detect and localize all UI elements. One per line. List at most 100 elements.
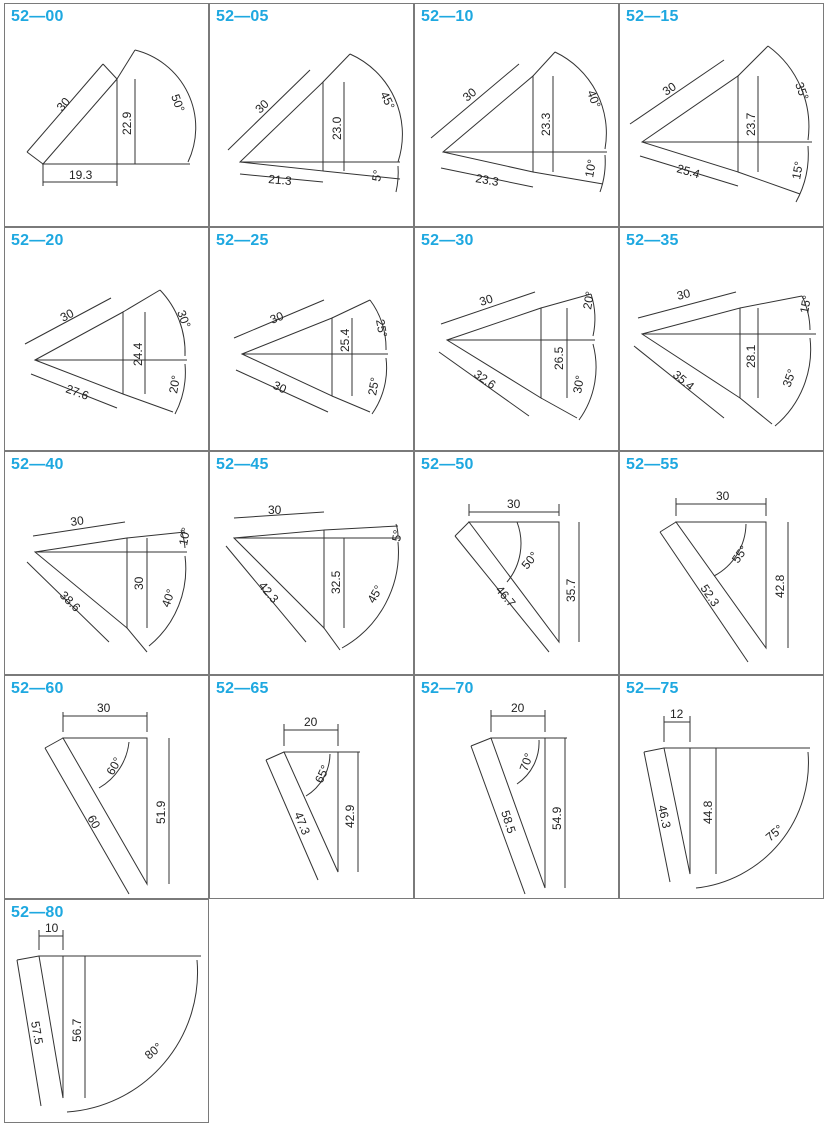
part-code: 52—10 [421,8,474,25]
length-dimension-line [637,291,737,319]
extension-line [44,737,64,749]
extension-line [532,171,604,185]
height-label: 24.4 [131,342,145,366]
wedge-drawing: 30 25.4 30 25° 25° [233,299,390,415]
wedge-drawing: 30 30 38.6 10° 40° [26,513,193,653]
diagram-cell-52-35: 52—35 30 28.1 35.4 15° 35° [619,227,824,451]
length-dimension-line [26,63,104,153]
part-code: 52—55 [626,456,679,473]
wedge-shape [283,751,339,873]
length-label: 10 [45,921,59,935]
angle-label: 35° [792,80,811,102]
length-label: 20 [511,701,525,715]
part-code: 52—60 [11,680,64,697]
diagram-cell-52-10: 52—10 30 23.3 23.3 40° 10° [414,3,619,227]
height-label: 42.8 [773,574,787,598]
width-dimension-line [239,173,324,183]
wedge-shape [468,521,560,644]
width-dimension-line [454,535,550,653]
wedge-shape [441,74,534,173]
length-dimension-line [227,69,311,151]
extension-line [454,521,470,537]
angle-label: 15° [797,294,814,314]
length-label: 30 [252,97,272,117]
angle-arc [180,529,186,549]
wedge-drawing: 30 26.5 32.6 20° 30° [438,290,597,421]
part-code: 52—15 [626,8,679,25]
diagram-cell-52-25: 52—25 30 25.4 30 25° 25° [209,227,414,451]
extension-line [470,737,492,747]
extension-line [126,531,186,539]
part-code: 52—20 [11,232,64,249]
angle-arc [695,751,809,889]
extension-line [540,293,592,309]
width-dimension-line [225,545,307,643]
wedge-drawing: 30 51.9 60 60° [44,701,170,895]
width-dimension-line [265,759,319,881]
width-label: 27.6 [64,382,91,403]
angle2-label: 5° [369,169,385,183]
diagram-cell-52-20: 52—20 30 24.4 27.6 30° 20° [4,227,209,451]
part-code: 52—40 [11,456,64,473]
angle2-label: 30° [570,374,587,395]
width-dimension-line [659,531,749,663]
length-label: 30 [507,497,521,511]
height-label: 44.8 [701,800,715,824]
angle2-label: 40° [159,587,178,609]
wedge-drawing: 10 56.7 57.5 80° [16,921,201,1113]
height-label: 22.9 [120,111,134,135]
extension-line [26,151,44,165]
height-label: 28.1 [744,344,758,368]
angle-arc [349,53,403,163]
wedge-shape [640,75,739,173]
angle-label: 50° [168,92,187,114]
length-label: 30 [460,85,479,105]
length-dimension-line [233,299,325,339]
extension-line [540,397,578,419]
angle-arc-small [795,145,809,203]
angle-arc [134,49,197,163]
height-label: 23.0 [330,116,344,140]
angle-arc-small [371,357,388,415]
extension-line [323,525,399,531]
angle-label: 40° [584,88,603,110]
wedge-shape [238,80,324,172]
angle-arc-small [774,337,812,427]
width-label: 19.3 [69,168,93,182]
wedge-shape [445,307,542,399]
part-code: 52—05 [216,8,269,25]
extension-line [265,751,285,761]
height-label: 23.7 [744,112,758,136]
length-label: 30 [268,309,286,327]
diagram-cell-52-60: 52—60 30 51.9 60 60° [4,675,209,899]
length-dimension-line [233,511,325,519]
extension-line [102,63,118,80]
length-label: 30 [716,489,730,503]
angle-arc-small [341,541,399,649]
angle2-label: 35° [780,367,799,389]
width-dimension-line [470,745,526,895]
part-code: 52—45 [216,456,269,473]
width-label: 30 [271,378,289,396]
length-label: 30 [69,513,84,529]
width-dimension-line [440,167,534,188]
width-dimension-line [643,751,671,883]
angle-arc-small [599,154,606,193]
part-code: 52—75 [626,680,679,697]
height-label: 26.5 [552,346,566,370]
width-label: 23.3 [474,171,500,189]
wedge-drawing: 30 42.8 52.3 55° [659,489,789,663]
part-code: 52—50 [421,456,474,473]
width-dimension-line [44,747,130,895]
angle-label: 30° [174,308,193,330]
extension-line [532,51,556,77]
extension-line [122,393,174,413]
width-dimension-line [438,351,530,417]
diagram-cell-52-50: 52—50 30 35.7 46.7 50° [414,451,619,675]
height-label: 56.7 [70,1018,84,1042]
width-dimension-line [30,373,118,409]
angle-arc [516,739,540,785]
diagram-cell-52-15: 52—15 30 23.7 25.4 35° 15° [619,3,824,227]
diagram-cell-52-40: 52—40 30 30 38.6 10° 40° [4,451,209,675]
angle-arc [554,51,607,150]
